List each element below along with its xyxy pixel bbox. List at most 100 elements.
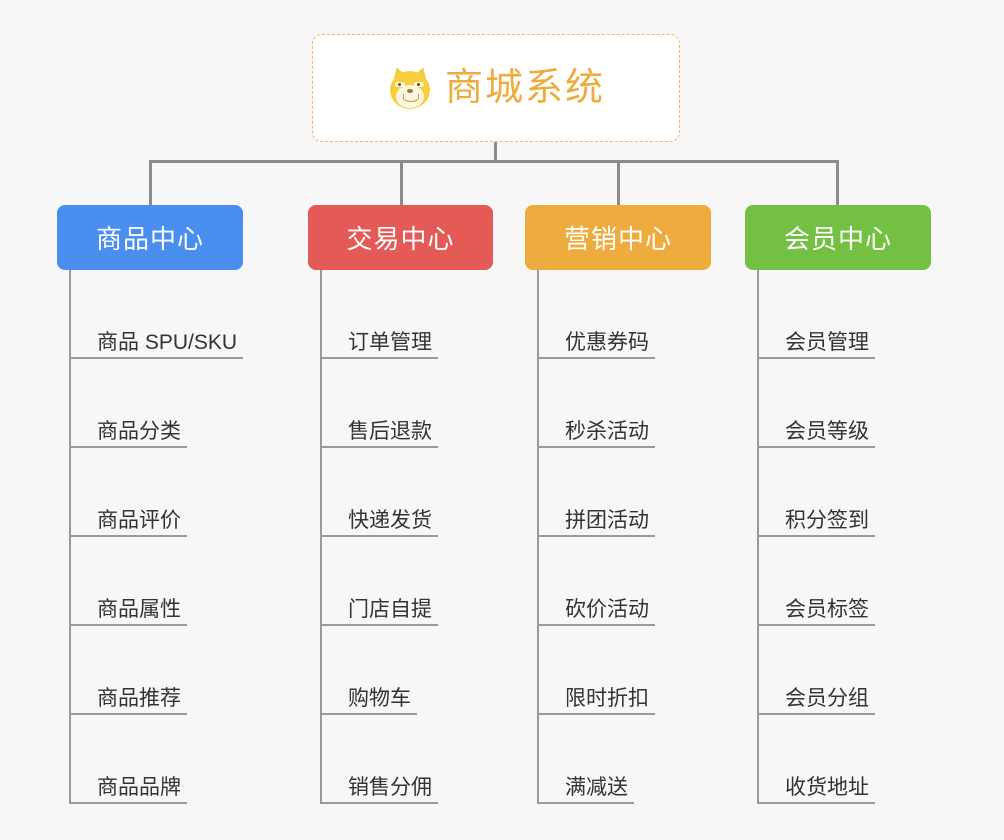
leaf-underline [757,535,875,537]
branch-header-label-0: 商品中心 [95,224,204,254]
leaf-item[interactable]: 购物车 [308,626,508,715]
branch-spine-1 [320,270,322,804]
leaf-item[interactable]: 商品分类 [57,359,287,448]
leaf-label: 秒杀活动 [565,419,649,443]
leaf-underline [757,802,875,804]
leaf-underline [69,357,243,359]
leaf-label: 购物车 [348,686,411,710]
branch-header-0[interactable]: 商品中心 [57,205,243,270]
leaf-label: 商品评价 [97,508,181,532]
leaf-underline [757,713,875,715]
leaf-underline [69,802,187,804]
leaf-underline [757,357,875,359]
leaf-item[interactable]: 订单管理 [308,270,508,359]
leaf-label: 订单管理 [348,330,432,354]
leaf-underline [69,624,187,626]
leaf-label: 拼团活动 [565,508,649,532]
leaf-underline [320,624,438,626]
branch-header-3[interactable]: 会员中心 [745,205,931,270]
leaf-label: 商品推荐 [97,686,181,710]
branch-body-3: 会员管理 会员等级 积分签到 会员标签 会员分组 收货地址 [745,270,945,804]
branch-body-0: 商品 SPU/SKU 商品分类 商品评价 商品属性 商品推荐 商品品牌 [57,270,287,804]
leaf-item[interactable]: 会员管理 [745,270,945,359]
connector-drop-0 [149,160,152,205]
leaf-item[interactable]: 商品 SPU/SKU [57,270,287,359]
leaf-item[interactable]: 销售分佣 [308,715,508,804]
shiba-dog-face-icon [387,64,433,111]
leaf-item[interactable]: 商品评价 [57,448,287,537]
leaf-item[interactable]: 砍价活动 [525,537,725,626]
branch-body-1: 订单管理 售后退款 快递发货 门店自提 购物车 销售分佣 [308,270,508,804]
leaf-item[interactable]: 限时折扣 [525,626,725,715]
branch-header-label-2: 营销中心 [563,224,672,254]
leaf-item[interactable]: 满减送 [525,715,725,804]
branch-header-1[interactable]: 交易中心 [308,205,493,270]
leaf-underline [757,624,875,626]
leaf-label: 收货地址 [785,775,869,799]
branch-header-label-1: 交易中心 [346,224,455,254]
leaf-underline [537,624,655,626]
leaf-item[interactable]: 会员等级 [745,359,945,448]
leaf-underline [69,535,187,537]
leaf-item[interactable]: 商品推荐 [57,626,287,715]
connector-drop-3 [836,160,839,205]
leaf-label: 售后退款 [348,419,432,443]
leaf-label: 积分签到 [785,508,869,532]
leaf-label: 会员标签 [785,597,869,621]
leaf-underline [69,446,187,448]
connector-root-stem [494,142,497,163]
leaf-item[interactable]: 快递发货 [308,448,508,537]
leaf-item[interactable]: 售后退款 [308,359,508,448]
leaf-label: 满减送 [565,775,628,799]
branch-spine-3 [757,270,759,804]
leaf-item[interactable]: 商品品牌 [57,715,287,804]
branch-header-2[interactable]: 营销中心 [525,205,711,270]
leaf-underline [69,713,187,715]
leaf-item[interactable]: 会员分组 [745,626,945,715]
root-node[interactable]: 商城系统 [312,34,680,142]
branch-column-会员中心: 会员中心 会员管理 会员等级 积分签到 会员标签 会员分组 [745,205,945,804]
leaf-underline [320,535,438,537]
branch-header-label-3: 会员中心 [783,224,892,254]
leaf-item[interactable]: 优惠券码 [525,270,725,359]
leaf-label: 优惠券码 [565,330,649,354]
leaf-underline [537,713,655,715]
leaf-label: 会员管理 [785,330,869,354]
leaf-label: 快递发货 [348,508,432,532]
leaf-label: 会员等级 [785,419,869,443]
root-title: 商城系统 [444,67,605,109]
branch-column-交易中心: 交易中心 订单管理 售后退款 快递发货 门店自提 购物车 [308,205,508,804]
leaf-underline [757,446,875,448]
branch-spine-0 [69,270,71,804]
leaf-item[interactable]: 秒杀活动 [525,359,725,448]
branch-body-2: 优惠券码 秒杀活动 拼团活动 砍价活动 限时折扣 满减送 [525,270,725,804]
leaf-item[interactable]: 商品属性 [57,537,287,626]
leaf-item[interactable]: 积分签到 [745,448,945,537]
leaf-underline [537,535,655,537]
connector-drop-2 [617,160,620,205]
connector-drop-1 [400,160,403,205]
leaf-underline [320,802,438,804]
leaf-underline [320,713,417,715]
branch-spine-2 [537,270,539,804]
leaf-label: 商品品牌 [97,775,181,799]
branch-column-商品中心: 商品中心 商品 SPU/SKU 商品分类 商品评价 商品属性 商品推荐 [57,205,287,804]
branch-column-营销中心: 营销中心 优惠券码 秒杀活动 拼团活动 砍价活动 限时折扣 [525,205,725,804]
leaf-label: 限时折扣 [565,686,649,710]
leaf-label: 砍价活动 [565,597,649,621]
leaf-underline [320,357,438,359]
leaf-item[interactable]: 门店自提 [308,537,508,626]
leaf-label: 会员分组 [785,686,869,710]
leaf-underline [537,357,655,359]
leaf-label: 销售分佣 [348,775,432,799]
leaf-label: 门店自提 [348,597,432,621]
leaf-underline [537,446,655,448]
connector-horizontal-bar [149,160,839,163]
leaf-item[interactable]: 会员标签 [745,537,945,626]
leaf-underline [320,446,438,448]
leaf-label: 商品分类 [97,419,181,443]
leaf-item[interactable]: 拼团活动 [525,448,725,537]
leaf-label: 商品 SPU/SKU [97,330,238,354]
leaf-item[interactable]: 收货地址 [745,715,945,804]
